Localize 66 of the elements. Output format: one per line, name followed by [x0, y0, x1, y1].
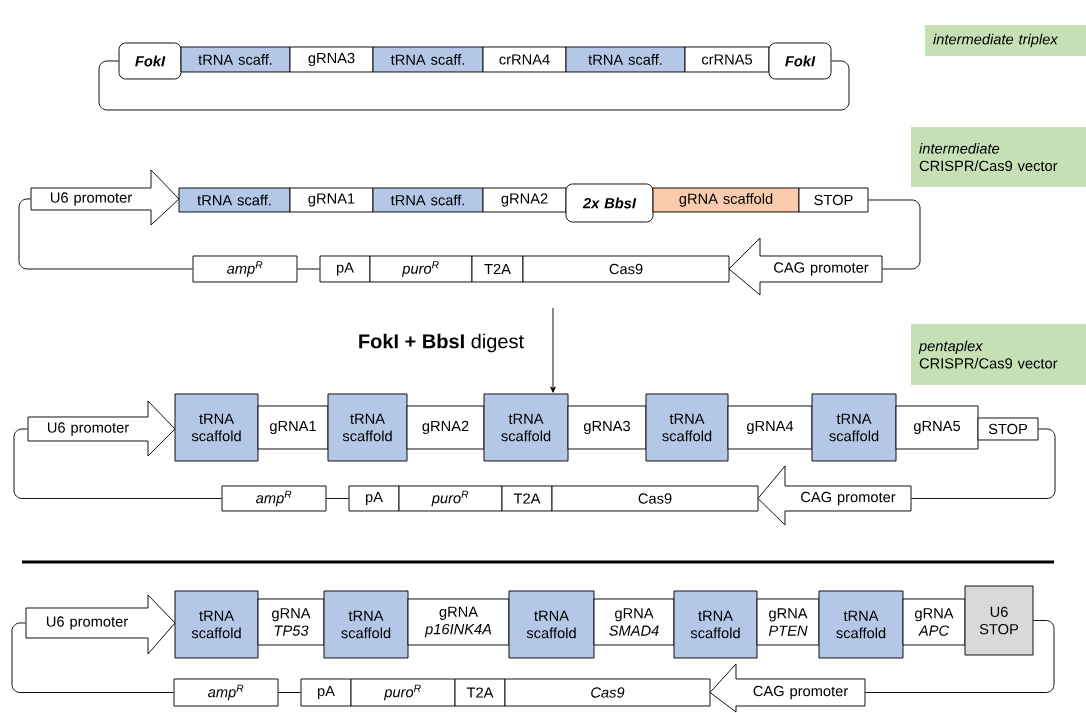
gene-box: T2A	[471, 255, 524, 283]
backbone-line	[278, 692, 301, 693]
trna-scaffold-box: tRNA scaffold	[811, 393, 897, 462]
promoter-element: CAG promoter	[728, 237, 883, 296]
crrna-box: crRNA5	[684, 46, 770, 73]
trna-scaffold-box: tRNA scaffold	[645, 393, 729, 462]
grna-box: gRNA3	[289, 46, 374, 73]
grna-box: gRNA1	[257, 405, 329, 450]
grna-box: gRNA2	[406, 405, 485, 450]
gene-box: amp$^{R}$	[173, 678, 279, 707]
promoter-element: CAG promoter	[709, 663, 866, 713]
gene-box: pA	[348, 485, 400, 512]
backbone-line	[11, 622, 174, 693]
grna-box: gRNA PTEN	[756, 598, 820, 646]
backbone-line	[865, 620, 1055, 693]
grna-scaffold-box: gRNA scaffold	[652, 187, 800, 213]
grna-box: gRNA4	[727, 405, 813, 450]
gene-box: pA	[319, 255, 371, 283]
gene-box: T2A	[501, 485, 553, 512]
trna-scaffold-box: tRNA scaff.	[372, 46, 484, 73]
backbone-line	[13, 428, 222, 499]
stop-box: STOP	[977, 417, 1039, 441]
grna-box: gRNA3	[567, 405, 647, 450]
grna-box: gRNA2	[482, 187, 567, 213]
construct-label: intermediate CRISPR/Cas9 vector	[911, 127, 1086, 187]
trna-scaffold-box: tRNA scaff.	[372, 187, 484, 213]
backbone-line	[911, 428, 1056, 499]
grna-box: gRNA p16INK4A	[407, 598, 510, 646]
backbone-line	[868, 199, 921, 270]
stop-box: STOP	[798, 187, 869, 213]
construct-label: pentaplex CRISPR/Cas9 vector	[911, 324, 1086, 385]
gene-box: amp$^{R}$	[192, 255, 298, 283]
backbone-line	[297, 268, 320, 270]
grna-box: gRNA1	[289, 187, 374, 213]
trna-scaffold-box: tRNA scaff.	[565, 46, 686, 73]
crrna-box: crRNA4	[482, 46, 567, 73]
restriction-site-box: FokI	[768, 42, 832, 80]
trna-scaffold-box: tRNA scaffold	[673, 590, 758, 659]
arrow	[550, 307, 556, 393]
trna-scaffold-box: tRNA scaffold	[327, 393, 408, 462]
grna-box: gRNA TP53	[257, 598, 325, 646]
trna-scaffold-box: tRNA scaffold	[508, 590, 595, 659]
gene-box: pA	[300, 678, 352, 707]
node-label: CAG promoter	[753, 685, 848, 700]
stop-box: U6 STOP	[964, 585, 1034, 656]
construct-label: intermediate triplex	[925, 25, 1086, 56]
promoter-element: U6 promoter	[27, 400, 176, 457]
edge-label: FokI + BbsI digest	[356, 332, 526, 354]
backbone-line	[98, 60, 850, 111]
promoter-element: U6 promoter	[30, 169, 180, 226]
gene-box: amp$^{R}$	[221, 485, 327, 512]
grna-box: gRNA APC	[902, 598, 966, 646]
backbone-line	[326, 498, 349, 499]
trna-scaffold-box: tRNA scaffold	[818, 590, 904, 659]
restriction-site-box: 2x BbsI	[565, 183, 654, 223]
trna-scaffold-box: tRNA scaffold	[483, 393, 569, 462]
trna-scaffold-box: tRNA scaffold	[174, 393, 259, 462]
trna-scaffold-box: tRNA scaffold	[174, 590, 259, 659]
gene-box: T2A	[454, 678, 506, 707]
trna-scaffold-box: tRNA scaff.	[180, 46, 291, 73]
restriction-site-box: FokI	[118, 42, 182, 80]
promoter-element: CAG promoter	[757, 465, 912, 526]
trna-scaffold-box: tRNA scaff.	[178, 187, 291, 213]
trna-scaffold-box: tRNA scaffold	[323, 590, 409, 659]
grna-box: gRNA SMAD4	[593, 598, 675, 646]
promoter-element: U6 promoter	[25, 594, 176, 655]
